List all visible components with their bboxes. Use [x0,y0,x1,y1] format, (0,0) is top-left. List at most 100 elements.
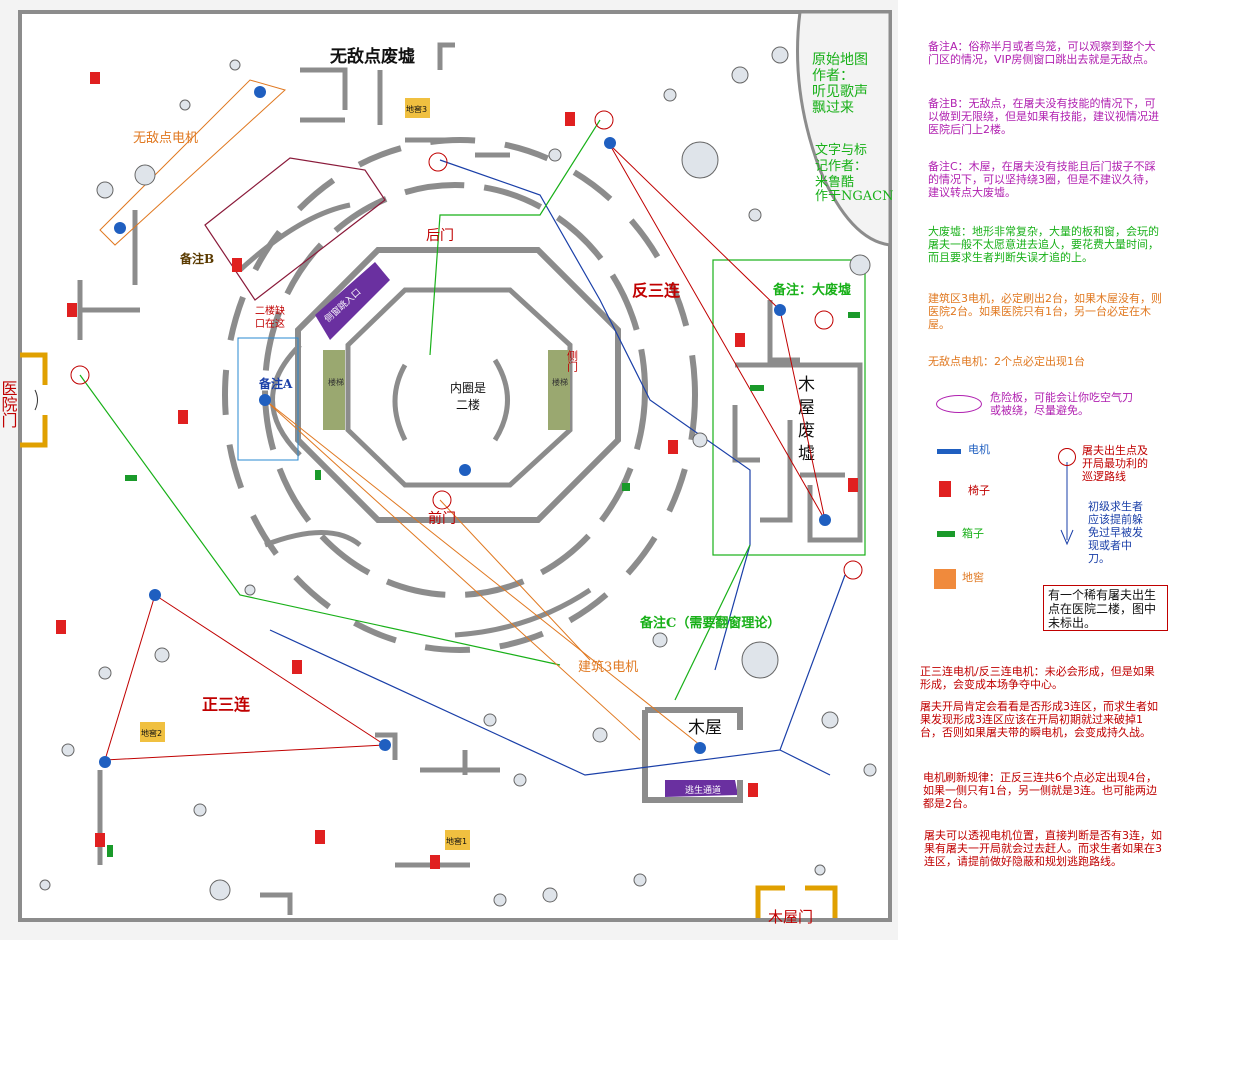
cellar-icon [140,722,165,742]
chair-icon [292,660,302,674]
spawn-icon [70,365,90,385]
label-beizhu-b: 备注B [179,251,214,266]
chair-icon [748,783,758,797]
label-neiquan-2: 二楼 [456,397,480,412]
label-beizhu-big: 备注：大废墟 [772,282,851,298]
chair-icon [67,303,77,317]
generator-legend-icon [937,449,961,454]
generator-icon [604,137,616,149]
ramp-left [323,350,345,430]
note-b: 备注B：无敌点，在屠夫没有技能的情况下，可以做到无限绕，但是如果有技能，建议视情… [928,97,1159,136]
note-p1: 正三连电机/反三连电机：未必会形成，但是如果形成，会变成本场争夺中心。 [920,665,1155,691]
cellar2-label: 地窖2 [141,728,162,738]
rocks [39,46,877,907]
label-beizhu-a: 备注A [258,376,293,391]
box-icon [315,470,321,480]
box-icon [622,483,630,491]
cabin-building [642,707,743,803]
cellar-icon [405,98,430,118]
note-a: 备注A：俗称半月或者鸟笼，可以观察到整个大门区的情况，VIP房侧窗口跳出去就是无… [928,40,1156,66]
big-ruin-mu: 木 [798,375,815,395]
generator-icon [459,464,471,476]
note-a-box [237,337,299,461]
spawn-icon [594,110,614,130]
danger-banner-bottom [665,780,738,797]
credit-original-1: 原始地图 [812,52,868,68]
box-icon [107,845,113,857]
orange-route [99,79,701,746]
credit-text-2: 记作者： [815,159,867,174]
cabin-door-label: 木屋门 [768,908,813,926]
hospital-door [20,352,48,448]
note-p2: 屠夫开局肯定会看看是否形成3连区，而求生者如果发现形成3连区应该在开局初期就过来… [920,700,1158,739]
box-icon [750,385,764,391]
label-erlou-2: 口在这 [255,317,285,330]
chair-icon [56,620,66,634]
note-wudi: 无敌点电机：2个点必定出现1台 [928,355,1085,368]
generator-icon [259,394,271,406]
ramp-right-label: 楼梯 [552,377,568,387]
label-qianmen: 前门 [428,510,456,527]
note-danger: 危险板，可能会让你吃空气刀或被绕，尽量避免。 [990,391,1133,417]
spawn-icon [814,310,834,330]
cabin-door [755,885,838,918]
note-p4: 屠夫可以透视电机位置，直接判断是否有3连，如果有屠夫一开局就会过去赶人。而求生者… [924,829,1162,868]
ramp-left-label: 楼梯 [328,377,344,387]
chair-icon [565,112,575,126]
banner-bottom-label: 逃生通道 [685,784,721,796]
cellars [140,98,470,850]
chair-icon [232,258,242,272]
label-jianzhu3: 建筑3电机 [578,659,638,675]
credit-original-4: 飘过来 [812,100,854,116]
label-fansanlian: 反三连 [632,281,681,300]
misc-walls [77,202,592,915]
boxes [107,312,860,857]
chair-icon [430,855,440,869]
credit-original-3: 听见歌声 [812,84,868,100]
generator-icon [774,304,786,316]
legend-box: 箱子 [962,527,984,540]
box-icon [848,312,860,318]
note-big: 大废墟：地形非常复杂，大量的板和窗，会玩的屠夫一般不太愿意进去追人，要花费大量时… [928,225,1159,264]
big-ruin-xu: 墟 [798,444,815,464]
label-zhengsanlian: 正三连 [202,695,251,714]
danger-banner-top [315,262,390,340]
note-p3: 电机刷新规律：正反三连共6个点必定出现4台，如果一侧只有1台，另一侧就是3连。也… [923,771,1157,810]
side-door-label: 侧门 [566,350,579,373]
cellar-legend-icon [934,569,956,589]
generator-icon [254,86,266,98]
rare-spawn-note: 有一个稀有屠夫出生点在医院二楼，图中未标出。 [1043,585,1168,631]
top-ruins-title: 无敌点废墟 [329,46,415,67]
cabin-label: 木屋 [688,718,722,738]
note-b-box [204,157,386,301]
generator-icon [114,222,126,234]
generators [99,86,831,768]
spawn-icon [432,490,452,510]
label-neiquan-1: 内圈是 [450,381,486,395]
danger-ellipse-icon [936,395,982,413]
big-ruin-frame [712,259,866,556]
legend-arrow-head [1060,529,1074,546]
chair-icon [95,833,105,847]
legend-gen: 电机 [968,443,990,456]
cellar3-label: 地窖3 [406,104,427,114]
green-route [79,119,751,701]
generator-icon [149,589,161,601]
generator-icon [379,739,391,751]
legend-chair: 椅子 [968,484,990,497]
note-jz3: 建筑区3电机，必定刷出2台，如果木屋没有，则医院2台。如果医院只有1台，另一台必… [928,292,1162,331]
cellar-icon [445,830,470,850]
legend-spawn: 屠夫出生点及开局最功利的巡逻路线 [1082,444,1148,483]
chair-icon [735,333,745,347]
generator-icon [694,742,706,754]
credit-original-2: 作者： [812,68,854,84]
chair-icon [178,410,188,424]
ramp-right [548,350,570,430]
chair-icon [315,830,325,844]
legend-survivor: 初级求生者应该提前躲免过早被发现或者中刀。 [1088,500,1143,565]
credit-text-4: 作于NGACN [815,189,893,204]
label-wudi-gen: 无敌点电机 [133,131,198,146]
big-ruin-fei: 废 [798,421,815,441]
credit-text-1: 文字与标 [815,143,867,158]
